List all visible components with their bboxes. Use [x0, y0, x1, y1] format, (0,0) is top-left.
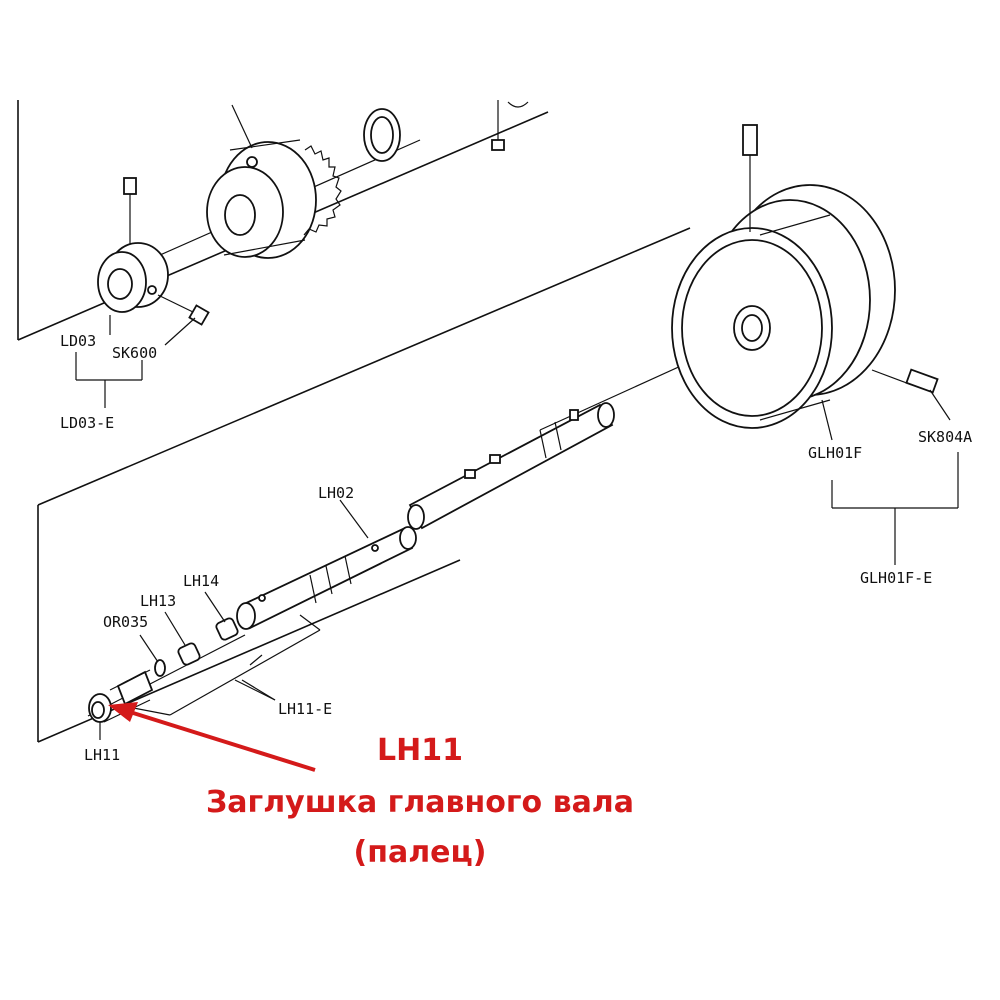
- top-screw: [491, 100, 529, 151]
- label-glh01f-e: GLH01F-E: [860, 569, 932, 587]
- small-parts: [88, 617, 239, 723]
- collar-ld03: [97, 177, 210, 326]
- shaft-lh02: [236, 499, 417, 630]
- leader-lines: [75, 315, 959, 740]
- caption-part-code: LH11: [377, 733, 463, 768]
- gear-wheel: [206, 104, 342, 259]
- retaining-ring: [363, 108, 401, 162]
- main-axis: [87, 139, 761, 717]
- label-sk804a: SK804A: [918, 428, 972, 446]
- label-sk600: SK600: [112, 344, 157, 362]
- label-lh13: LH13: [140, 592, 176, 610]
- label-lh14: LH14: [183, 572, 219, 590]
- label-glh01f: GLH01F: [808, 444, 862, 462]
- pulley-glh01f: [671, 124, 939, 429]
- caption-part-name: Заглушка главного вала: [206, 785, 634, 820]
- label-lh02: LH02: [318, 484, 354, 502]
- rear-shaft: [407, 402, 615, 530]
- label-ld03: LD03: [60, 332, 96, 350]
- label-lh11: LH11: [84, 746, 120, 764]
- label-or035: OR035: [103, 613, 148, 631]
- red-arrow: [108, 702, 316, 772]
- caption-part-note: (палец): [354, 835, 487, 870]
- label-lh11-e: LH11-E: [278, 700, 332, 718]
- label-ld03-e: LD03-E: [60, 414, 114, 432]
